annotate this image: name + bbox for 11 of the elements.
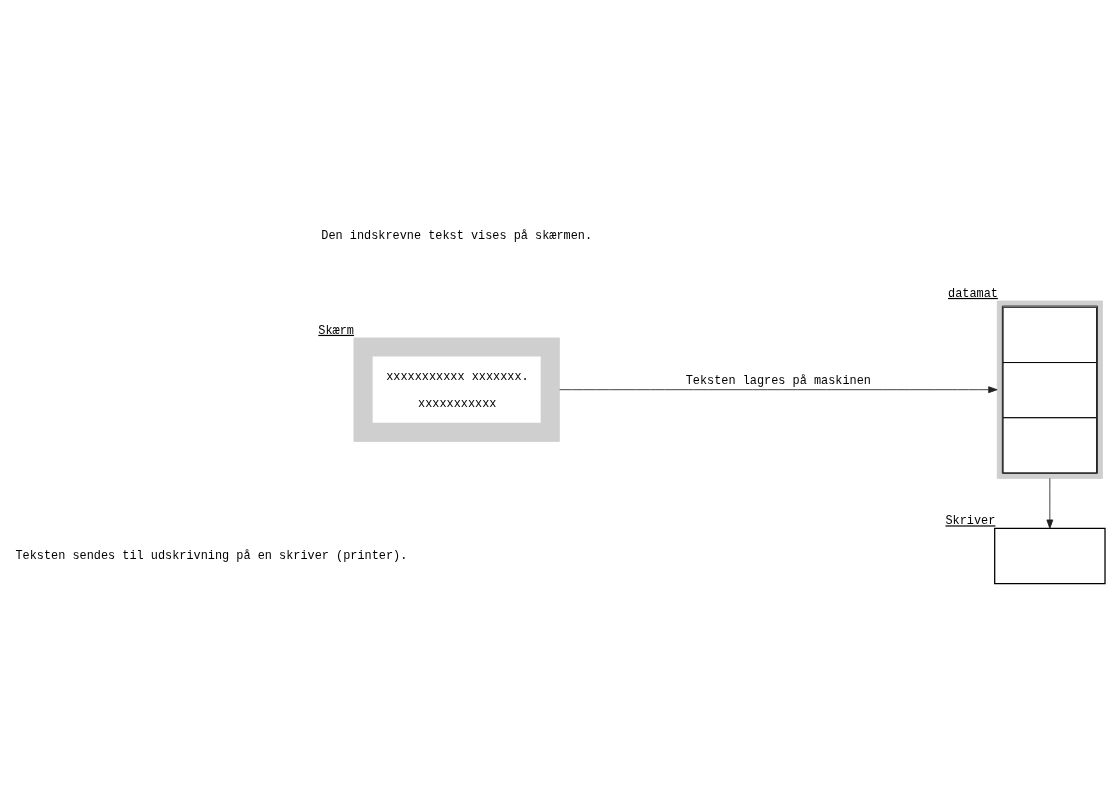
node-box xyxy=(994,527,1106,584)
node-label: datamat xyxy=(948,286,998,301)
label: Teksten sendes til udskrivning på en skriver (printer). xyxy=(15,548,408,563)
edge-label: Teksten lagres på maskinen xyxy=(685,373,871,388)
label: Den indskrevne tekst vises på skærmen. xyxy=(321,228,593,243)
node-label: Skriver xyxy=(945,513,996,528)
node-box xyxy=(996,300,1103,479)
arrow xyxy=(559,385,998,393)
node-label: Skærm xyxy=(318,323,354,338)
arrow xyxy=(1046,477,1054,529)
node-box: xxxxxxxxxxx xxxxxxx. xxxxxxxxxxx xyxy=(353,337,560,442)
